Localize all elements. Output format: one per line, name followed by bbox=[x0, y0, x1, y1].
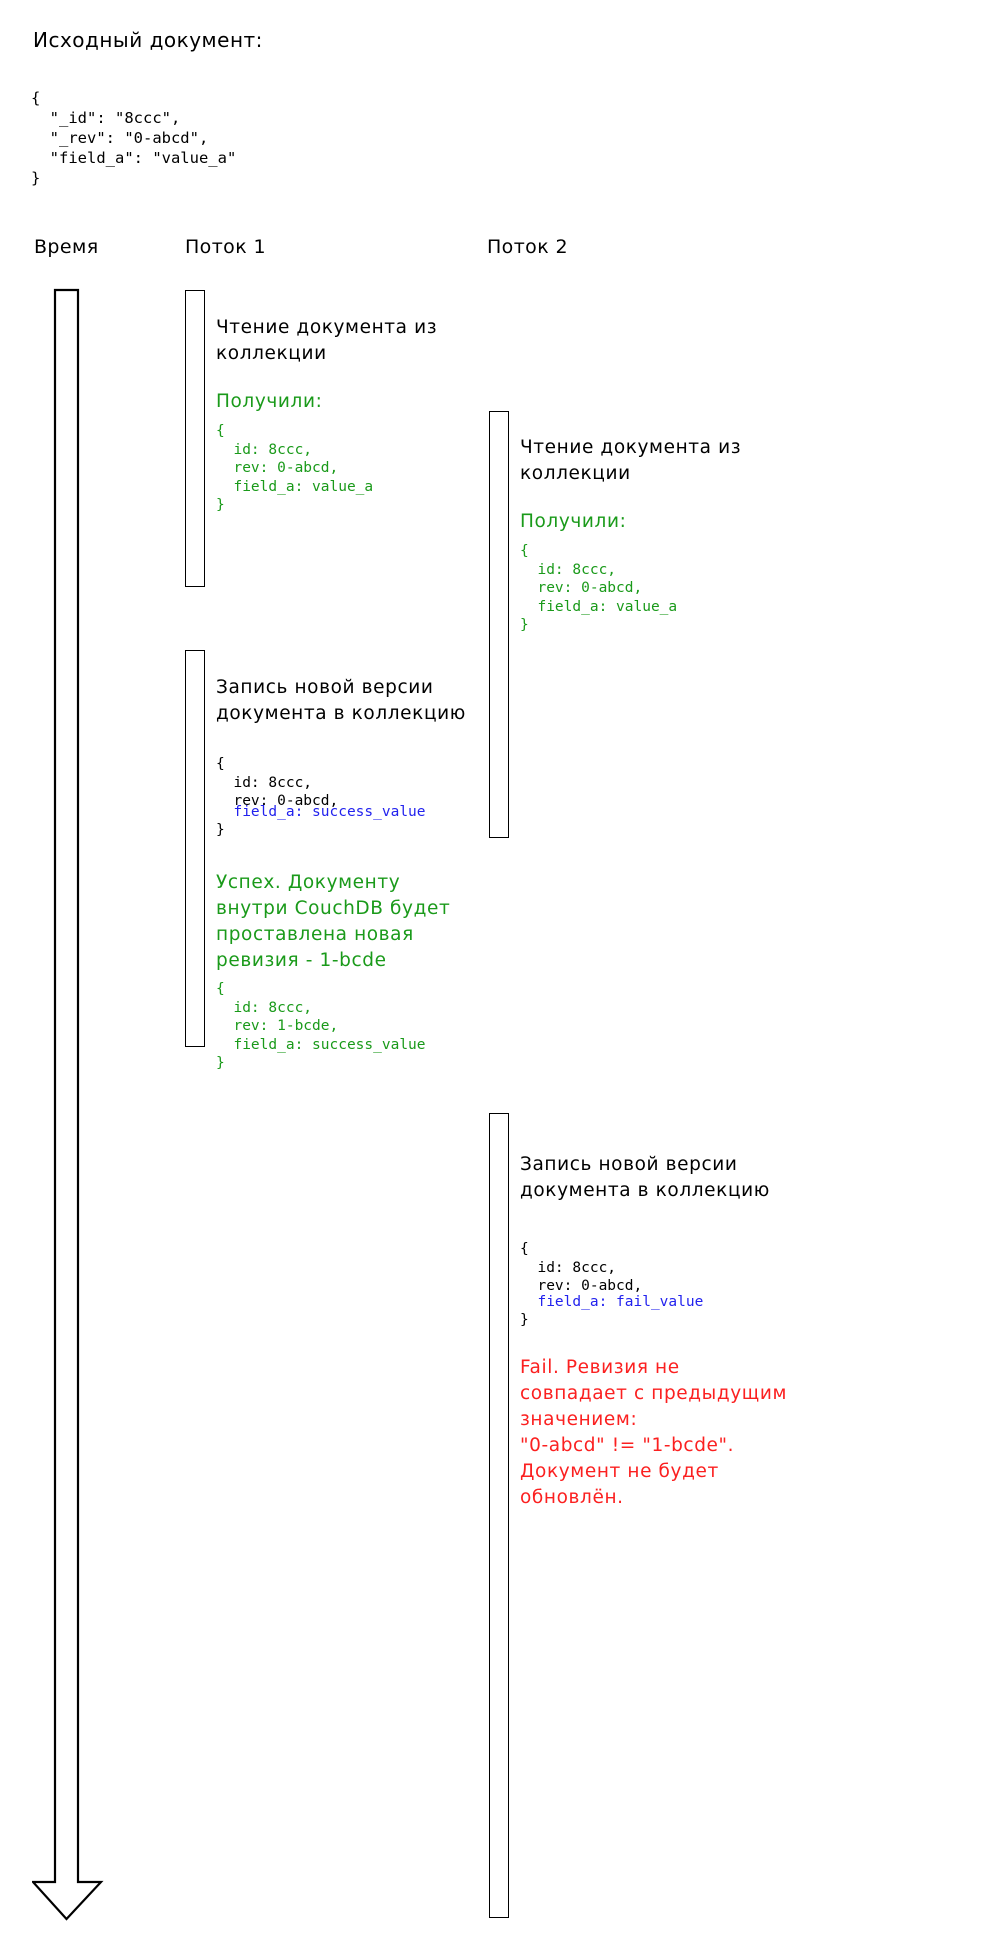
time-axis-arrow bbox=[30, 288, 112, 1932]
thread-2-step-2-payload-head: { id: 8ccc, rev: 0-abcd, bbox=[520, 1241, 643, 1294]
time-arrow-icon bbox=[30, 288, 104, 1921]
source-document-title: Исходный документ: bbox=[33, 28, 263, 52]
thread-1-step-2-payload-highlight: field_a: success_value bbox=[216, 804, 426, 820]
thread-1-activation-bar-1 bbox=[185, 290, 205, 587]
thread-1-step-2-payload-tail: } bbox=[216, 822, 225, 838]
source-document-json: { "_id": "8ccc", "_rev": "0-abcd", "fiel… bbox=[31, 89, 237, 187]
thread-1-step-2-stored-json: { id: 8ccc, rev: 1-bcde, field_a: succes… bbox=[216, 981, 426, 1071]
column-header-thread-2: Поток 2 bbox=[487, 236, 569, 258]
column-header-time: Время bbox=[34, 236, 99, 258]
thread-2-step-2-outcome: Fail. Ревизия не совпадает с предыдущим … bbox=[520, 1357, 788, 1508]
thread-1-step-2-action: Запись новой версии документа в коллекци… bbox=[216, 677, 466, 724]
thread-2-step-2-action: Запись новой версии документа в коллекци… bbox=[520, 1154, 770, 1201]
thread-1-activation-bar-2 bbox=[185, 650, 205, 1047]
thread-1-step-2-payload-head: { id: 8ccc, rev: 0-abcd, bbox=[216, 756, 339, 809]
thread-2-step-1-result-json: { id: 8ccc, rev: 0-abcd, field_a: value_… bbox=[520, 543, 678, 633]
thread-2-activation-bar-2 bbox=[489, 1113, 509, 1918]
thread-2-step-1-result-label: Получили: bbox=[520, 511, 627, 532]
thread-1-step-1-action: Чтение документа из коллекции bbox=[216, 317, 438, 364]
thread-1-step-2-outcome: Успех. Документу внутри CouchDB будет пр… bbox=[216, 872, 451, 971]
thread-2-activation-bar-1 bbox=[489, 411, 509, 838]
thread-2-step-1-action: Чтение документа из коллекции bbox=[520, 437, 742, 484]
thread-1-step-1-result-json: { id: 8ccc, rev: 0-abcd, field_a: value_… bbox=[216, 423, 374, 513]
thread-1-step-1-result-label: Получили: bbox=[216, 391, 323, 412]
thread-2-step-2-payload-highlight: field_a: fail_value bbox=[520, 1294, 704, 1310]
thread-2-step-2-payload-tail: } bbox=[520, 1312, 529, 1328]
column-header-thread-1: Поток 1 bbox=[185, 236, 267, 258]
